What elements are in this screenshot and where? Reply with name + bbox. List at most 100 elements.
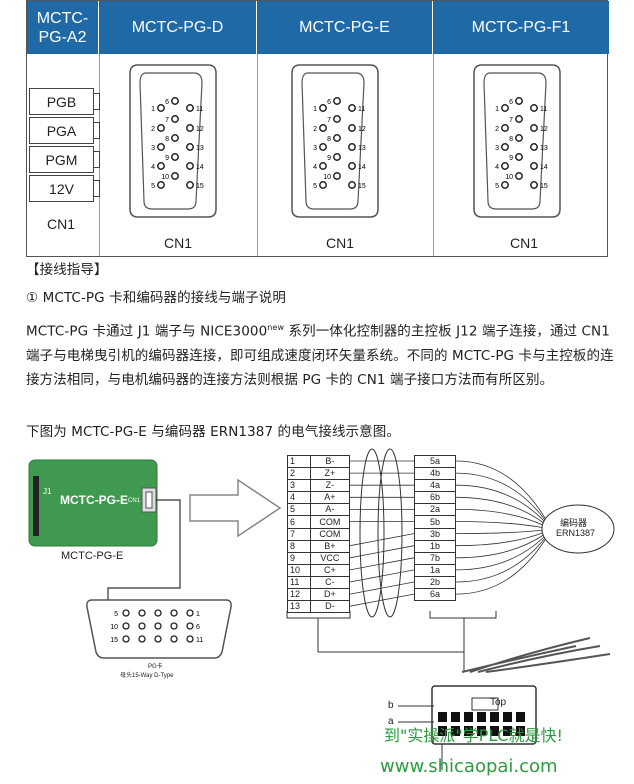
db15-pin-label: 10 (505, 174, 513, 181)
db15-pin-label: 11 (196, 106, 203, 113)
dsub-pin (154, 635, 162, 643)
dsub-pin-label: 1 (196, 611, 200, 618)
cn1-label-d: CN1 (164, 235, 193, 251)
table-cell: 2 (287, 467, 311, 481)
db15-pin (186, 143, 194, 151)
db15-pin (186, 181, 194, 189)
pg-board (28, 459, 158, 547)
wire-line (455, 531, 546, 547)
db15-pin-label: 4 (313, 164, 317, 171)
db15-pin-label: 8 (327, 136, 331, 143)
db15-face (139, 72, 203, 210)
dsub-pin (154, 609, 162, 617)
header-pg-d-text: MCTC-PG-D (131, 19, 224, 36)
arrow-icon (189, 478, 282, 538)
db15-pin (171, 153, 179, 161)
table-cell: COM (309, 527, 351, 541)
table-cell: 8 (287, 539, 311, 553)
db15-pin-label: 2 (151, 126, 155, 133)
table-cell: 5a (414, 454, 456, 469)
wire-line (455, 496, 546, 525)
table-row: 4a (414, 479, 456, 493)
board-j1-label: J1 (43, 487, 52, 496)
db15-pin (171, 97, 179, 105)
db15-pin (530, 104, 538, 112)
table-cell: 6 (287, 515, 311, 529)
db15-pin-label: 15 (358, 183, 366, 190)
db15-pin (186, 162, 194, 170)
wire-line (455, 521, 546, 529)
table-cell: 11 (287, 575, 311, 590)
table-row: 5a (414, 454, 456, 469)
terminal-pgm: PGM (29, 146, 94, 173)
terminal-tab (94, 122, 100, 139)
table-cell: A- (309, 503, 351, 517)
connector-top-label: Top (490, 697, 507, 708)
paragraph-2: 下图为 MCTC-PG-E 与编码器 ERN1387 的电气接线示意图。 (26, 424, 400, 440)
db15-pin (333, 153, 341, 161)
db15-pin-label: 15 (540, 183, 548, 190)
table-cell: 10 (287, 563, 311, 577)
table-cell: B+ (309, 539, 351, 553)
connector-pin (451, 726, 460, 736)
db15-pin-label: 1 (313, 106, 317, 113)
table-row: 6a (414, 588, 456, 602)
db15-pin-label: 9 (165, 155, 169, 162)
table-cell: 2a (414, 503, 456, 517)
db15-pin (530, 181, 538, 189)
wire-line (455, 535, 546, 571)
db15-pin (157, 181, 165, 189)
db15-pin-label: 9 (509, 155, 513, 162)
db15-pin (515, 153, 523, 161)
wire-line (455, 484, 546, 523)
db15-pin (333, 97, 341, 105)
db15-pin-label: 7 (165, 117, 169, 124)
db15-pin (171, 134, 179, 142)
table-row: 6b (414, 491, 456, 505)
table-cell: 4a (414, 479, 456, 493)
db15-pin (501, 104, 509, 112)
db15-pin-label: 3 (151, 145, 155, 152)
table-cell: 1 (287, 454, 311, 469)
db15-pin-label: 1 (151, 106, 155, 113)
db15-pin (530, 143, 538, 151)
db15-pin (186, 124, 194, 132)
db15-pin (501, 181, 509, 189)
db15-pin-label: 6 (509, 99, 513, 106)
wire-line (455, 509, 546, 527)
db15-pin (501, 162, 509, 170)
cn1-label-a2: CN1 (47, 216, 76, 232)
table-cell: 5 (287, 503, 311, 517)
table-cell: 2b (414, 575, 456, 590)
db15-pin-label: 8 (165, 136, 169, 143)
table-cell: 4b (414, 467, 456, 481)
dsub-caption-2: 母头15-Way D-Type (120, 673, 174, 679)
table-cell: D+ (309, 588, 351, 602)
encoder-label-1: 编码器 (560, 518, 588, 528)
db15-pin-label: 14 (540, 164, 548, 171)
table-cell: 12 (287, 588, 311, 602)
table-cell: VCC (309, 551, 351, 565)
board-caption: MCTC-PG-E (61, 550, 124, 562)
connector-pin (516, 712, 525, 722)
connector-pin (490, 712, 499, 722)
db15-pin (333, 134, 341, 142)
wire-line (455, 533, 546, 559)
header-pg-d: MCTC-PG-D (99, 1, 257, 54)
db15-pin (515, 172, 523, 180)
connector-pin (477, 726, 486, 736)
db15-face (483, 72, 547, 210)
connector-pin (438, 712, 447, 722)
section-subtitle: ① MCTC-PG 卡和编码器的接线与端子说明 (26, 290, 286, 306)
dsub-pin (186, 609, 194, 617)
db15-pin (501, 143, 509, 151)
